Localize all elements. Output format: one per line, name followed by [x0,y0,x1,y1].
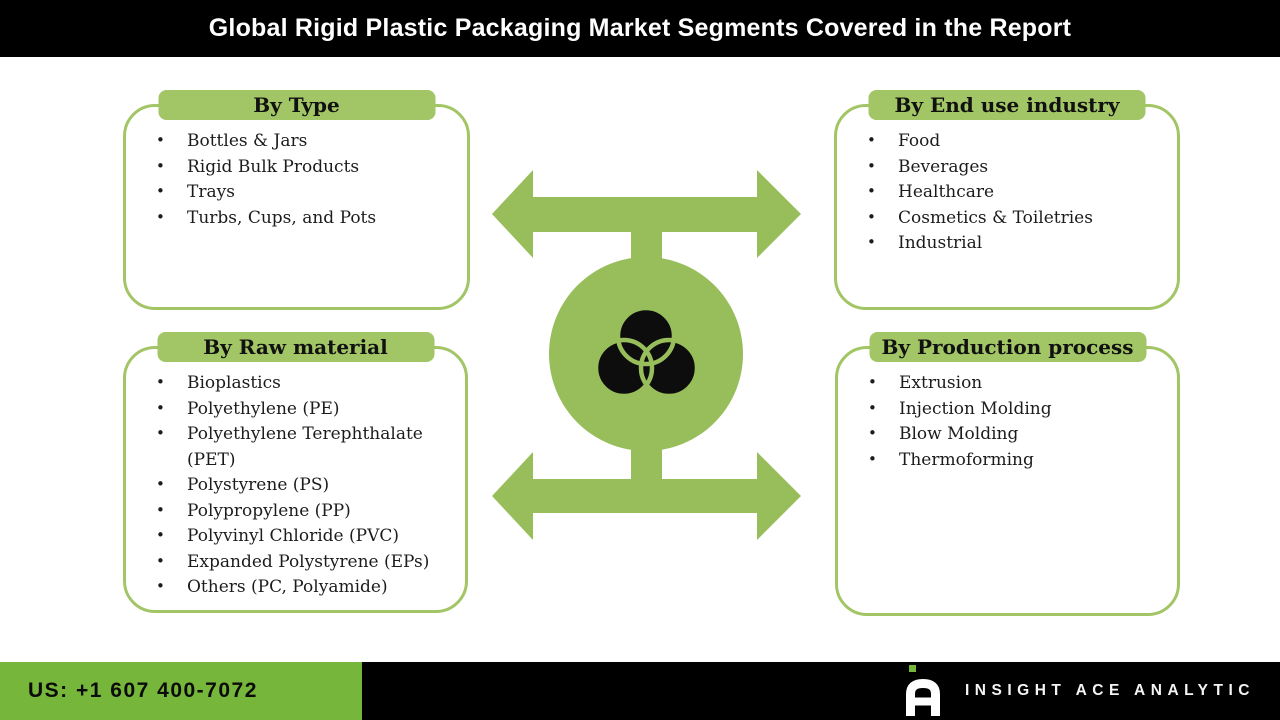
list-item: • Turbs, Cups, and Pots [154,206,459,232]
list-item: • Polyvinyl Chloride (PVC) [154,524,457,550]
bullet-icon: • [867,233,876,251]
bullet-icon: • [867,207,876,226]
bullet-icon: • [156,373,165,391]
list-item: • Blow Molding [866,422,1169,448]
brand-block: INSIGHT ACE ANALYTIC [901,662,1255,720]
bullet-icon: • [156,500,165,519]
list-item-label: Polystyrene (PS) [187,475,330,495]
insight-ace-logo-icon [906,665,940,716]
list-item: • Cosmetics & Toiletries [865,206,1169,232]
list-item: • Bottles & Jars [154,129,459,155]
bullet-icon: • [156,131,165,149]
list-item-label: Bottles & Jars [187,131,308,151]
list-item: • Trays [154,180,459,206]
bullet-icon: • [156,207,165,226]
center-connector-graphic [492,170,801,540]
bullet-icon: • [156,398,165,417]
segment-list-by-production-process: • Extrusion • Injection Molding • Blow Mold… [838,349,1177,473]
list-item: • Polyethylene Terephthalate (PET) [154,422,457,473]
list-item-label: Injection Molding [899,398,1052,419]
segment-list-by-type: • Bottles & Jars • Rigid Bulk Products • Tr… [126,107,467,231]
list-item-label: Others (PC, Polyamide) [187,577,388,597]
brand-name: INSIGHT ACE ANALYTIC [965,682,1255,699]
bullet-icon: • [156,551,165,570]
bullet-icon: • [867,182,876,200]
segment-header-by-type: By Type [158,90,435,120]
list-item-label: Extrusion [899,373,983,393]
list-item-label: Turbs, Cups, and Pots [187,207,377,228]
bullet-icon: • [156,577,165,595]
contact-phone-panel: US: +1 607 400-7072 [0,662,362,720]
bullet-icon: • [867,156,876,175]
list-item: • Polyethylene (PE) [154,397,457,423]
venn-diagram-icon [593,305,700,399]
list-item: • Thermoforming [866,448,1169,474]
list-item-label: Rigid Bulk Products [187,156,360,177]
bullet-icon: • [867,131,876,149]
list-item: • Polypropylene (PP) [154,499,457,525]
list-item: • Extrusion [866,371,1169,397]
bullet-icon: • [868,373,877,391]
logo-green-dot [909,665,916,672]
segment-box-by-type: By Type • Bottles & Jars • Rigid Bulk Prod… [123,90,470,310]
bullet-icon: • [868,449,877,468]
list-item-label: Bioplastics [187,373,281,393]
segment-box-by-production-process: By Production process • Extrusion • Inject… [835,332,1180,616]
segment-list-by-end-use-industry: • Food • Beverages • Healthcare • Cosmetics … [837,107,1177,257]
list-item-label: Polypropylene (PP) [187,500,351,521]
list-item: • Industrial [865,231,1169,257]
segment-header-by-end-use-industry: By End use industry [868,90,1146,120]
list-item-label: Industrial [898,233,983,253]
bullet-icon: • [156,475,165,493]
list-item-label: Beverages [898,156,989,177]
title-bar: Global Rigid Plastic Packaging Market Se… [0,0,1280,57]
double-arrow-bottom [492,452,801,540]
list-item: • Injection Molding [866,397,1169,423]
bullet-icon: • [156,424,165,442]
segment-list-by-raw-material: • Bioplastics • Polyethylene (PE) • Polyeth… [126,349,465,601]
bullet-icon: • [156,182,165,200]
list-item-label: Healthcare [898,182,995,202]
list-item-label: Polyethylene Terephthalate (PET) [187,424,423,470]
segment-box-by-end-use-industry: By End use industry • Food • Beverages • He… [834,90,1180,310]
list-item: • Food [865,129,1169,155]
list-item-label: Trays [187,182,235,202]
double-arrow-top [492,170,801,258]
list-item-label: Thermoforming [899,449,1034,470]
page-title: Global Rigid Plastic Packaging Market Se… [208,14,1072,42]
list-item-label: Food [898,131,941,151]
bullet-icon: • [156,526,165,544]
footer-bar: US: +1 607 400-7072 INSIGHT ACE ANALYTIC [0,662,1280,720]
bullet-icon: • [868,398,877,417]
list-item: • Others (PC, Polyamide) [154,575,457,601]
bullet-icon: • [868,424,877,442]
list-item: • Expanded Polystyrene (EPs) [154,550,457,576]
list-item: • Healthcare [865,180,1169,206]
list-item: • Beverages [865,155,1169,181]
contact-phone-label: US: +1 607 400-7072 [28,679,258,702]
segment-header-by-raw-material: By Raw material [157,332,434,362]
list-item: • Rigid Bulk Products [154,155,459,181]
list-item: • Polystyrene (PS) [154,473,457,499]
list-item-label: Polyvinyl Chloride (PVC) [187,526,399,546]
list-item-label: Cosmetics & Toiletries [898,207,1093,228]
list-item-label: Expanded Polystyrene (EPs) [187,551,430,572]
segment-box-by-raw-material: By Raw material • Bioplastics • Polyethyle… [123,332,468,613]
list-item-label: Blow Molding [899,424,1019,444]
list-item: • Bioplastics [154,371,457,397]
bullet-icon: • [156,156,165,175]
list-item-label: Polyethylene (PE) [187,398,340,419]
segment-header-by-production-process: By Production process [869,332,1146,362]
